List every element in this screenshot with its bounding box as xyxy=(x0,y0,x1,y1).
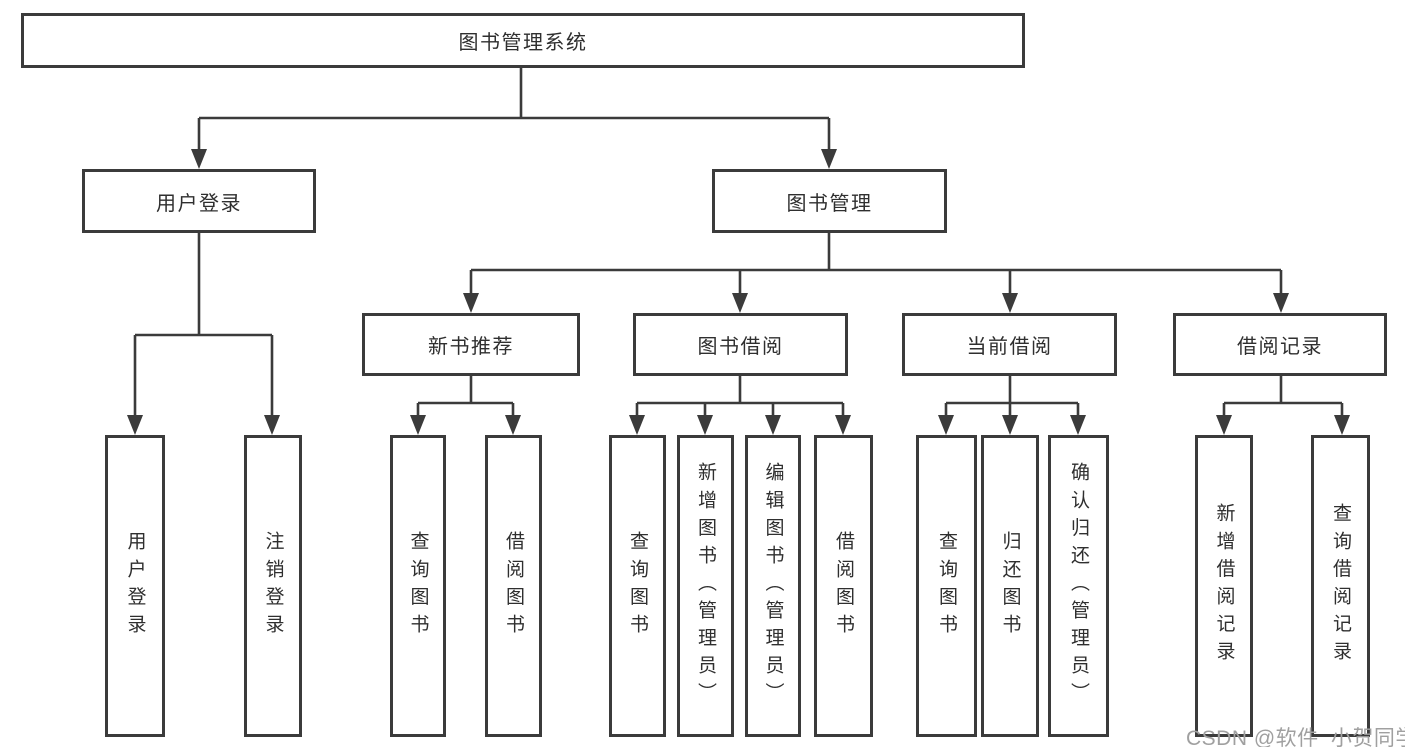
node-root-label: 图书管理系统 xyxy=(458,32,588,54)
leaf-return-books-label: 归还图书 xyxy=(999,530,1021,642)
node-borrow-records: 借阅记录 xyxy=(1173,313,1387,376)
leaf-edit-books-admin-label: 编辑图书（管理员） xyxy=(762,462,784,710)
leaf-return-books: 归还图书 xyxy=(981,435,1039,737)
node-user-login-label: 用户登录 xyxy=(156,192,242,215)
connector-bookborrow-to-leaves xyxy=(635,376,845,417)
leaf-confirm-return-admin: 确认归还（管理员） xyxy=(1048,435,1109,737)
arrowheads xyxy=(127,149,1350,435)
csdn-watermark: CSDN @软件_小贺同学 xyxy=(1186,727,1405,747)
node-book-management-label: 图书管理 xyxy=(786,192,873,215)
node-new-book-recommend-label: 新书推荐 xyxy=(428,336,514,358)
leaf-confirm-return-admin-label: 确认归还（管理员） xyxy=(1068,462,1089,710)
leaf-add-books-admin-label: 新增图书（管理员） xyxy=(695,462,716,710)
leaf-add-borrow-record: 新增借阅记录 xyxy=(1195,435,1253,737)
leaf-borrow-books-newbooks: 借阅图书 xyxy=(485,435,542,737)
connector-root-to-level2 xyxy=(197,68,831,151)
connector-userlogin-to-leaves xyxy=(133,233,274,417)
leaf-edit-books-admin: 编辑图书（管理员） xyxy=(745,435,801,737)
node-book-management: 图书管理 xyxy=(712,169,947,233)
leaf-borrow-books: 借阅图书 xyxy=(814,435,873,737)
leaf-borrow-books-label: 借阅图书 xyxy=(833,530,854,642)
leaf-query-books-borrow-label: 查询图书 xyxy=(627,530,648,642)
node-new-book-recommend: 新书推荐 xyxy=(362,313,580,376)
leaf-user-login-label: 用户登录 xyxy=(124,530,146,642)
leaf-logout-label: 注销登录 xyxy=(262,530,284,642)
connector-newbooks-to-leaves xyxy=(416,376,515,417)
node-current-borrow: 当前借阅 xyxy=(902,313,1117,376)
leaf-query-books-current: 查询图书 xyxy=(916,435,977,737)
connector-currentborrow-to-leaves xyxy=(944,376,1080,417)
leaf-query-books-newbooks: 查询图书 xyxy=(390,435,446,737)
leaf-query-borrow-record-label: 查询借阅记录 xyxy=(1330,503,1351,669)
node-borrow-records-label: 借阅记录 xyxy=(1237,336,1323,358)
node-book-borrow-label: 图书借阅 xyxy=(697,336,784,358)
node-book-borrow: 图书借阅 xyxy=(633,313,848,376)
leaf-query-books-newbooks-label: 查询图书 xyxy=(407,530,429,642)
connector-borrowrecords-to-leaves xyxy=(1222,376,1344,417)
node-current-borrow-label: 当前借阅 xyxy=(966,336,1053,358)
leaf-logout: 注销登录 xyxy=(244,435,302,737)
leaf-query-books-current-label: 查询图书 xyxy=(936,530,957,642)
leaf-borrow-books-newbooks-label: 借阅图书 xyxy=(503,530,524,642)
node-root: 图书管理系统 xyxy=(21,13,1025,68)
leaf-query-books-borrow: 查询图书 xyxy=(609,435,666,737)
leaf-user-login: 用户登录 xyxy=(105,435,165,737)
node-user-login: 用户登录 xyxy=(82,169,316,233)
leaf-query-borrow-record: 查询借阅记录 xyxy=(1311,435,1370,737)
leaf-add-borrow-record-label: 新增借阅记录 xyxy=(1213,503,1235,669)
connector-bookmgmt-to-level3 xyxy=(469,233,1283,295)
leaf-add-books-admin: 新增图书（管理员） xyxy=(677,435,734,737)
